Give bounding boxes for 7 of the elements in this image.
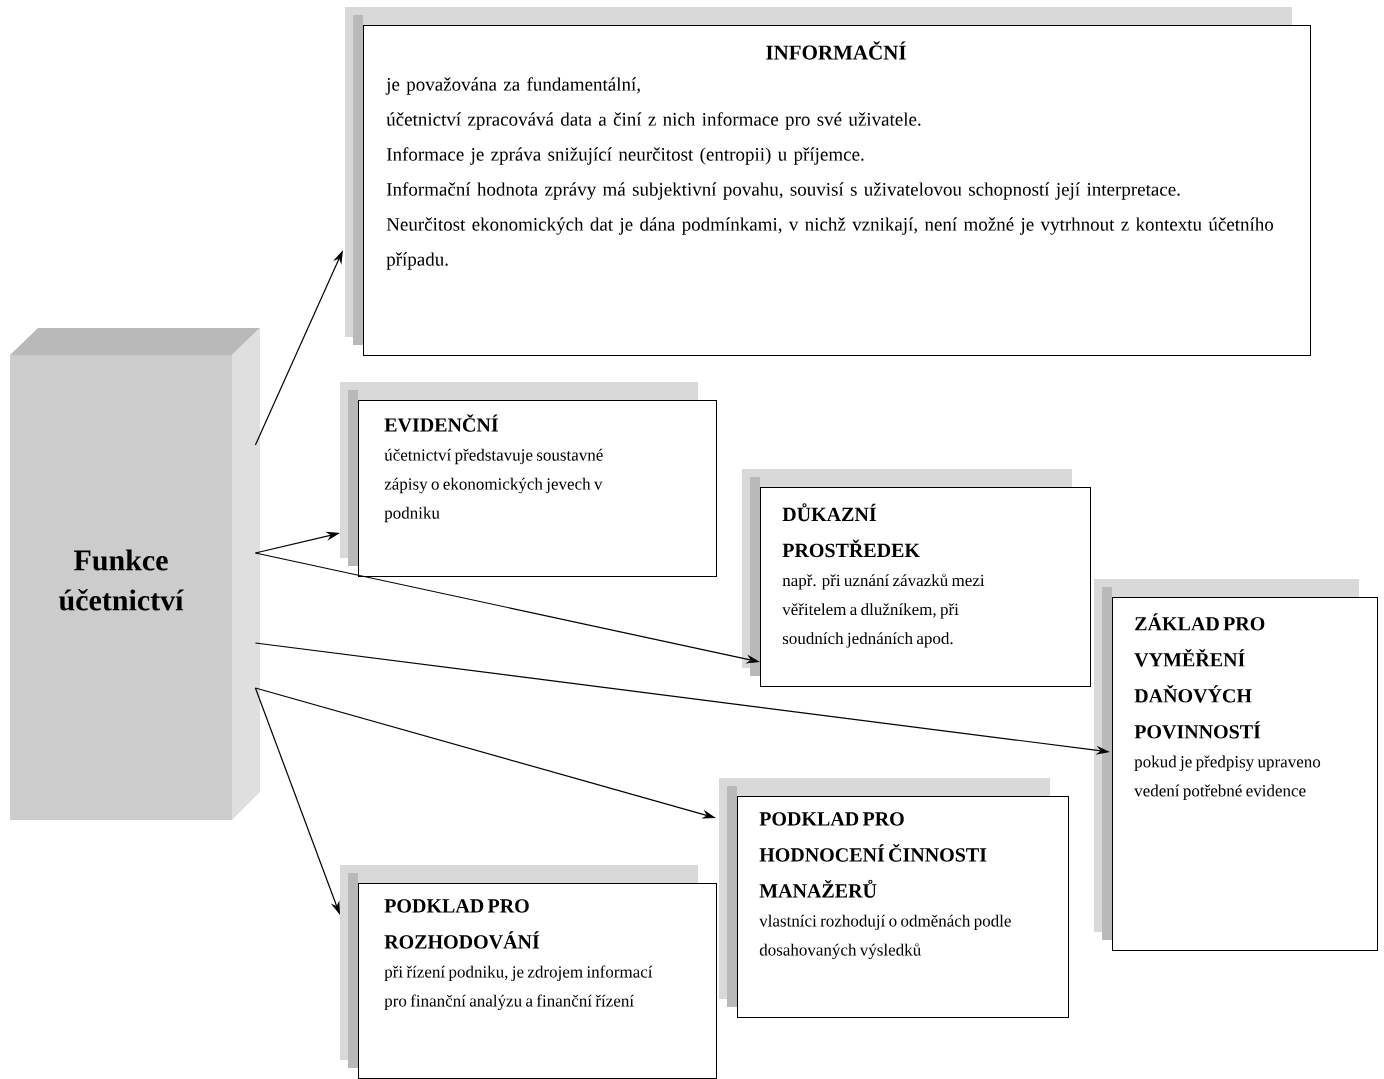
block-3d: Funkce účetnictví — [10, 328, 260, 820]
text-box: PODKLAD PRO ROZHODOVÁNÍ při řízení podniku, je zdrojem informací pro finanční analýzu a finanční řízení — [340, 865, 717, 1079]
text-box: PODKLAD PRO HODNOCENÍ ČINNOSTI MANAŽERŮ vlastníci rozhodují o odměnách podle dosahovaných výsledků — [719, 778, 1069, 1018]
text-box: DŮKAZNÍ PROSTŘEDEK např. při uznání závazků mezi věřitelem a dlužníkem, při soudních jednáních apod. — [742, 469, 1091, 687]
text-box: ZÁKLAD PRO VYMĚŘENÍ DAŇOVÝCH POVINNOSTÍ pokud je předpisy upraveno vedení potřebné evidence — [1094, 579, 1378, 951]
text-box: EVIDENČNÍ účetnictví představuje soustavné zápisy o ekonomických jevech v podniku — [340, 382, 717, 577]
text-box: INFORMAČNÍ je považována za fundamentální, účetnictví zpracovává data a činí z nich informace pro své uživatele. Informace je zpráva snižující neurčitost (entropii) u příjemce. Informační hodnota zprávy má subjektivní povahu, souvisí s uživatelovou schopností její interpretace. Neurčitost ekonomických dat je dána podmínkami, v nichž vznikají, není možné je vytrhnout z kontextu účetního případu. — [345, 7, 1311, 356]
